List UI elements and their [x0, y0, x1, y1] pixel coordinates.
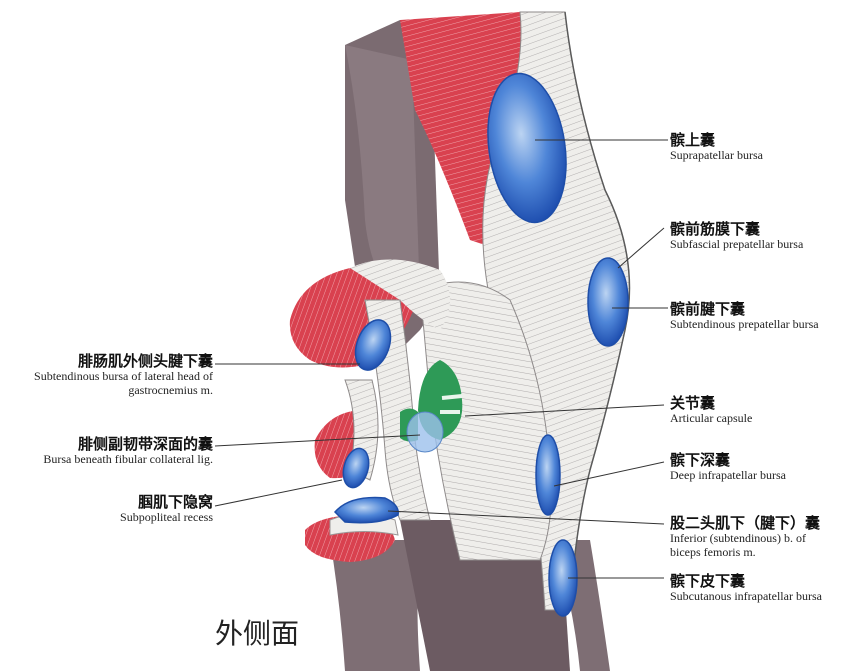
- label-suprapatellar: 髌上囊 Suprapatellar bursa: [670, 131, 763, 163]
- label-suprapatellar-en: Suprapatellar bursa: [670, 148, 763, 163]
- anterior-border: [564, 11, 631, 611]
- label-subfascial-prepatellar-zh: 髌前筋膜下囊: [670, 220, 761, 238]
- label-subfascial-prepatellar: 髌前筋膜下囊 Subfascial prepatellar bursa: [670, 220, 804, 252]
- posterior-tissue: [345, 45, 420, 300]
- tibia-fibula: [330, 540, 610, 671]
- label-subfascial-prepatellar-en: Subfascial prepatellar bursa: [670, 237, 804, 252]
- subfascial-prepatellar-bursa: [587, 257, 629, 347]
- label-subtendinous-prepatellar-en: Subtendinous prepatellar bursa: [670, 317, 819, 332]
- label-articular-capsule: 关节囊 Articular capsule: [670, 394, 753, 426]
- leader-subpopliteal: [214, 479, 343, 507]
- leader-subfascial-prepatellar: [617, 227, 665, 269]
- label-biceps-femoris-en1: Inferior (subtendinous) b. of: [670, 531, 806, 546]
- leader-fibular-collateral: [214, 434, 421, 447]
- suprapatellar-bursa: [487, 72, 567, 224]
- label-articular-capsule-zh: 关节囊: [670, 394, 716, 412]
- subpopliteal-recess: [333, 496, 399, 524]
- gastrocnemius-tendon: [350, 259, 450, 330]
- label-subtendinous-prepatellar: 髌前腱下囊 Subtendinous prepatellar bursa: [670, 300, 819, 332]
- label-subpopliteal-en: Subpopliteal recess: [120, 510, 213, 525]
- label-subtendinous-prepatellar-zh: 髌前腱下囊: [670, 300, 746, 318]
- label-subcutaneous-infrapatellar: 髌下皮下囊 Subcutanous infrapatellar bursa: [670, 572, 822, 604]
- label-biceps-femoris-en2: biceps femoris m.: [670, 545, 756, 560]
- label-fibular-collateral: 腓侧副韧带深面的囊 Bursa beneath fibular collater…: [43, 435, 213, 467]
- label-biceps-femoris-zh: 股二头肌下（腱下）囊: [670, 514, 821, 532]
- label-fibular-collateral-zh: 腓侧副韧带深面的囊: [77, 435, 213, 453]
- label-gastrocnemius: 腓肠肌外侧头腱下囊 Subtendinous bursa of lateral …: [34, 352, 213, 398]
- label-subpopliteal: 腘肌下隐窝 Subpopliteal recess: [120, 493, 213, 525]
- label-subcutaneous-infrapatellar-en: Subcutanous infrapatellar bursa: [670, 589, 822, 604]
- fibular-collateral-bursa: [406, 411, 444, 453]
- small-lateral-bursa: [342, 447, 370, 489]
- articular-capsule-stripes: [440, 394, 463, 414]
- label-fibular-collateral-en: Bursa beneath fibular collateral lig.: [43, 452, 213, 467]
- label-biceps-femoris: 股二头肌下（腱下）囊 Inferior (subtendinous) b. of…: [670, 514, 821, 560]
- label-deep-infrapatellar-en: Deep infrapatellar bursa: [670, 468, 786, 483]
- label-gastrocnemius-en2: gastrocnemius m.: [128, 383, 213, 398]
- view-title: 外侧面: [215, 617, 300, 650]
- label-suprapatellar-zh: 髌上囊: [670, 131, 716, 149]
- gastrocnemius-bursa: [354, 319, 392, 371]
- label-articular-capsule-en: Articular capsule: [670, 411, 753, 426]
- label-deep-infrapatellar-zh: 髌下深囊: [670, 451, 731, 469]
- label-subcutaneous-infrapatellar-zh: 髌下皮下囊: [670, 572, 746, 590]
- label-deep-infrapatellar: 髌下深囊 Deep infrapatellar bursa: [670, 451, 786, 483]
- leader-biceps-femoris: [387, 510, 665, 525]
- leader-articular-capsule: [464, 404, 665, 417]
- leader-lines: [214, 139, 668, 579]
- label-subpopliteal-zh: 腘肌下隐窝: [137, 493, 213, 511]
- leader-deep-infrapatellar: [553, 461, 665, 487]
- label-gastrocnemius-en1: Subtendinous bursa of lateral head of: [34, 369, 213, 384]
- deep-infrapatellar-bursa: [535, 434, 561, 516]
- label-gastrocnemius-zh: 腓肠肌外侧头腱下囊: [77, 352, 213, 370]
